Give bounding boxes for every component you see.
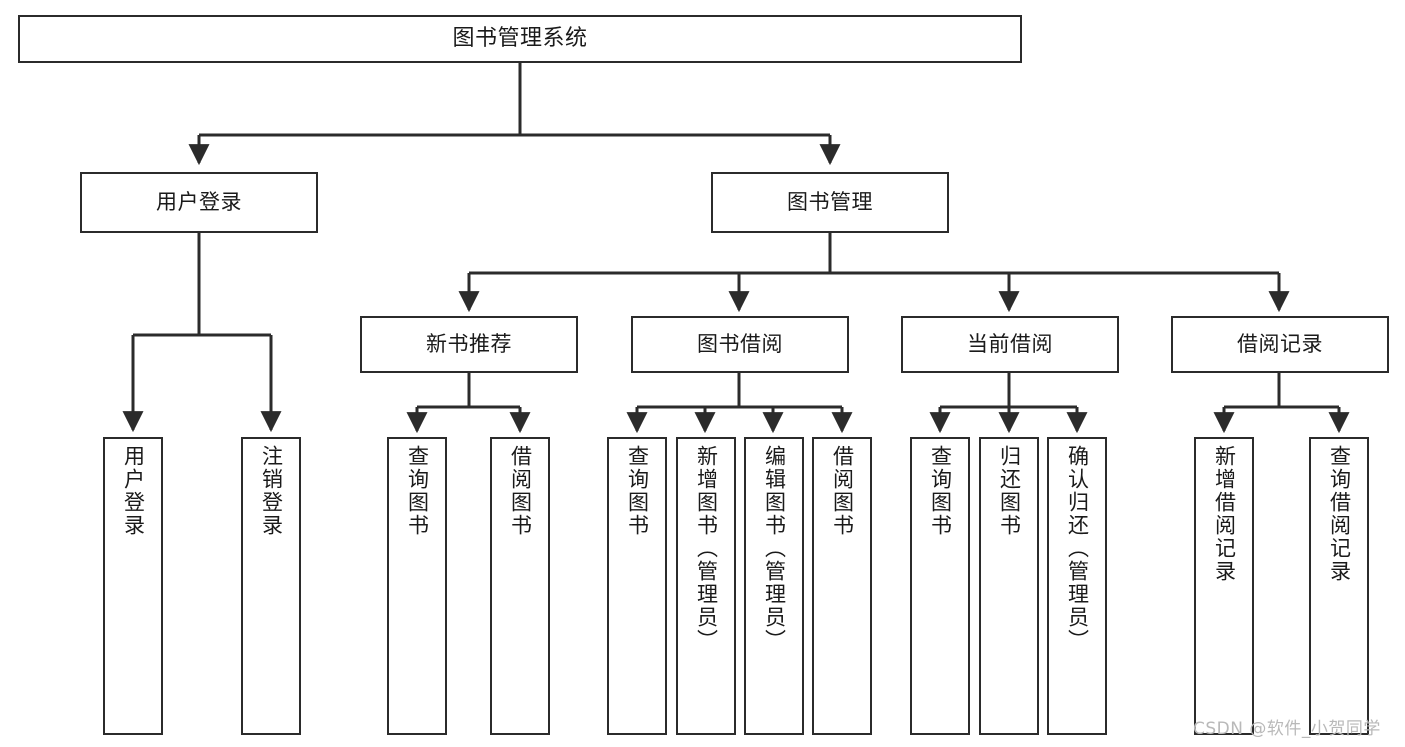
node-label: 图书借阅 [697,332,783,357]
node-label: 当前借阅 [967,332,1053,357]
leaf-book-borrow-2[interactable]: 编辑图书（管理员） [744,437,804,735]
node-label: 编辑图书（管理员） [762,445,787,652]
leaf-new-book-1[interactable]: 借阅图书 [490,437,550,735]
node-label: 注销登录 [259,445,284,537]
leaf-new-book-0[interactable]: 查询图书 [387,437,447,735]
node-user-login[interactable]: 用户登录 [80,172,318,233]
node-label: 归还图书 [997,445,1022,537]
leaf-borrow-record-1[interactable]: 查询借阅记录 [1309,437,1369,735]
node-label: 借阅记录 [1237,332,1323,357]
node-label: 新增借阅记录 [1212,445,1237,583]
leaf-current-borrow-0[interactable]: 查询图书 [910,437,970,735]
node-borrow-records[interactable]: 借阅记录 [1171,316,1389,373]
leaf-book-borrow-0[interactable]: 查询图书 [607,437,667,735]
node-root-system[interactable]: 图书管理系统 [18,15,1022,63]
leaf-current-borrow-2[interactable]: 确认归还（管理员） [1047,437,1107,735]
node-label: 查询图书 [928,445,953,537]
node-label: 图书管理系统 [452,26,588,52]
leaf-borrow-record-0[interactable]: 新增借阅记录 [1194,437,1254,735]
node-label: 用户登录 [156,190,242,215]
node-label: 确认归还（管理员） [1065,445,1090,652]
node-label: 查询借阅记录 [1327,445,1352,583]
node-label: 新增图书（管理员） [694,445,719,652]
node-new-book-recommend[interactable]: 新书推荐 [360,316,578,373]
csdn-watermark: CSDN @软件_小贺同学 [1193,719,1381,739]
node-book-borrow[interactable]: 图书借阅 [631,316,849,373]
node-label: 用户登录 [121,445,146,537]
node-label: 查询图书 [625,445,650,537]
node-label: 新书推荐 [426,332,512,357]
leaf-book-borrow-1[interactable]: 新增图书（管理员） [676,437,736,735]
leaf-user-login-0[interactable]: 用户登录 [103,437,163,735]
node-book-management[interactable]: 图书管理 [711,172,949,233]
leaf-book-borrow-3[interactable]: 借阅图书 [812,437,872,735]
node-current-borrow[interactable]: 当前借阅 [901,316,1119,373]
leaf-user-login-1[interactable]: 注销登录 [241,437,301,735]
node-label: 查询图书 [405,445,430,537]
leaf-current-borrow-1[interactable]: 归还图书 [979,437,1039,735]
node-label: 借阅图书 [508,445,533,537]
node-label: 借阅图书 [830,445,855,537]
node-label: 图书管理 [787,190,873,215]
